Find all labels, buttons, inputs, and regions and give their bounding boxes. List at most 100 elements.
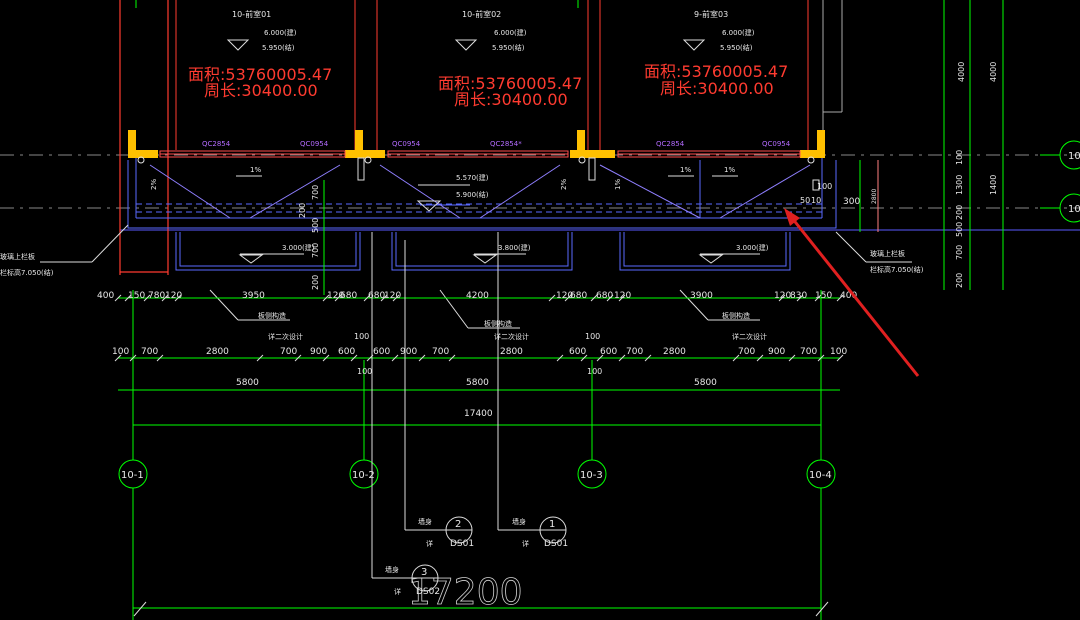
callout-3-num: 3 (421, 567, 427, 578)
room-perimeter-2: 周长:30400.00 (454, 90, 568, 109)
note-3-line1: 板侧构造 (722, 311, 750, 320)
walls (128, 130, 825, 158)
window-tag-1: QC2854 (202, 140, 231, 148)
dim-r1-11: 680 (570, 291, 587, 301)
dim-r2-6: 600 (373, 347, 390, 357)
dim-misc: 50 10 300 100 2800 (800, 160, 879, 232)
callout-3-sheet: DS02 (416, 587, 440, 597)
dim-r2-3: 700 (280, 347, 297, 357)
level-bottom-1: 5.950(结) (262, 43, 295, 52)
dim-tick (590, 294, 598, 302)
dim-misc-100: 100 (817, 182, 832, 191)
dim-tick (606, 294, 614, 302)
detail-callouts: 墙身 2 DS01 详 墙身 1 DS01 详 墙身 3 DS02 详 (371, 232, 568, 597)
dim-tick (124, 294, 132, 302)
dim-misc-50: 50 (800, 196, 810, 205)
railing-right-line2: 栏标高7.050(结) (870, 265, 924, 274)
dim-right-out-2: 1400 (989, 175, 998, 195)
dim-right: 100 1300 200 500 700 200 4000 4000 1400 (955, 62, 998, 288)
dim-tick (556, 354, 564, 362)
dim-r2-15: 900 (768, 347, 785, 357)
balcony-level: 5.570(建) 5.900(结) (416, 173, 489, 212)
dim-tick (817, 354, 825, 362)
axis-bubble-2: 10-2 (349, 459, 379, 489)
room-area-3: 面积:53760005.47 (644, 62, 788, 81)
dim-tick (294, 354, 302, 362)
note-1-line2: 详二次设计 (268, 332, 303, 341)
room-name-2: 10-前室02 (462, 9, 501, 19)
dim-r1-14: 3900 (690, 291, 713, 301)
dim-r1-0: 400 (97, 291, 114, 301)
dim-r3-2: 5800 (694, 378, 717, 388)
dim-tick (174, 294, 182, 302)
window-tag-6: QC0954 (762, 140, 791, 148)
dim-right-in-1: 1300 (955, 175, 964, 195)
dim-r2-10: 600 (569, 347, 586, 357)
dim-tick (392, 294, 400, 302)
dim-r1-1: 150 (128, 291, 145, 301)
dim-big-ticks (133, 601, 829, 617)
room-area-1: 面积:53760005.47 (188, 65, 332, 84)
dim-tick (580, 354, 588, 362)
dim-tick (836, 294, 844, 302)
callout-2: 墙身 2 DS01 详 (418, 516, 474, 549)
dim-r1-17: 150 (815, 291, 832, 301)
window-tag-4: QC2854* (490, 140, 522, 148)
dim-r2-extra-3: 100 (587, 367, 602, 376)
callout-3-prefix: 详 (394, 587, 401, 596)
dim-mid-1: 500 (311, 218, 320, 233)
dim-row1: 400 150 780 120 3950 120 680 680 120 420… (97, 291, 857, 301)
slope-6: 1% (614, 179, 622, 190)
dim-right-in-5: 200 (955, 273, 964, 288)
room-name-1: 10-前室01 (232, 9, 271, 19)
level-marker-2 (454, 39, 478, 51)
callout-2-sheet: DS01 (450, 539, 474, 549)
note-1-line1: 板侧构造 (258, 311, 286, 320)
dim-mid-0: 700 (311, 185, 320, 200)
dim-r2-extra-0: 100 (354, 332, 369, 341)
slope-5: 1% (724, 166, 735, 174)
callout-1-sheet: DS01 (544, 539, 568, 549)
dim-tick (596, 354, 604, 362)
lower-level-3: 3.000(建) (736, 243, 769, 252)
dim-tick (322, 294, 330, 302)
level-top-1: 6.000(建) (264, 28, 297, 37)
dim-tick (778, 294, 786, 302)
level-bottom-2: 5.950(结) (492, 43, 525, 52)
dim-misc-300: 300 (843, 197, 860, 207)
annotation-arrow (784, 208, 920, 377)
callout-1: 墙身 1 DS01 详 (512, 516, 568, 549)
callout-1-num: 1 (549, 519, 555, 530)
dim-r1-13: 120 (614, 291, 631, 301)
dim-r2-11: 600 (600, 347, 617, 357)
dim-right-in-0: 100 (955, 150, 964, 165)
slope-4: 2% (560, 179, 568, 190)
level-marker-3 (682, 39, 706, 51)
balcony-level-bottom: 5.900(结) (456, 190, 489, 199)
level-top-3: 6.000(建) (722, 28, 755, 37)
dim-tick (161, 294, 169, 302)
dim-r2-16: 700 (800, 347, 817, 357)
dim-r1-4: 3950 (242, 291, 265, 301)
slope-2: 2% (150, 179, 158, 190)
axis-bubble-1: 10-1 (118, 459, 148, 489)
dim-tick (644, 354, 652, 362)
drain-posts (137, 156, 820, 191)
dim-r1-15: 120 (774, 291, 791, 301)
callout-3: 墙身 3 DS02 详 (385, 564, 440, 597)
axis-label-1: 10-1 (121, 470, 144, 481)
axis-bubble-right-1: 10 (1059, 140, 1080, 170)
dim-r2-extra-2: 100 (585, 332, 600, 341)
dim-total: 17400 (464, 409, 493, 419)
axis-bubble-4: 10-4 (806, 459, 836, 489)
axis-label-3: 10-3 (580, 470, 603, 481)
dim-r1-9: 4200 (466, 291, 489, 301)
level-bottom-3: 5.950(结) (720, 43, 753, 52)
dim-tick (732, 354, 740, 362)
callout-2-label: 墙身 (418, 517, 432, 526)
dim-r2-7: 900 (400, 347, 417, 357)
dim-r1-3: 120 (165, 291, 182, 301)
level-marker-1 (226, 39, 250, 51)
room-area-2: 面积:53760005.47 (438, 74, 582, 93)
